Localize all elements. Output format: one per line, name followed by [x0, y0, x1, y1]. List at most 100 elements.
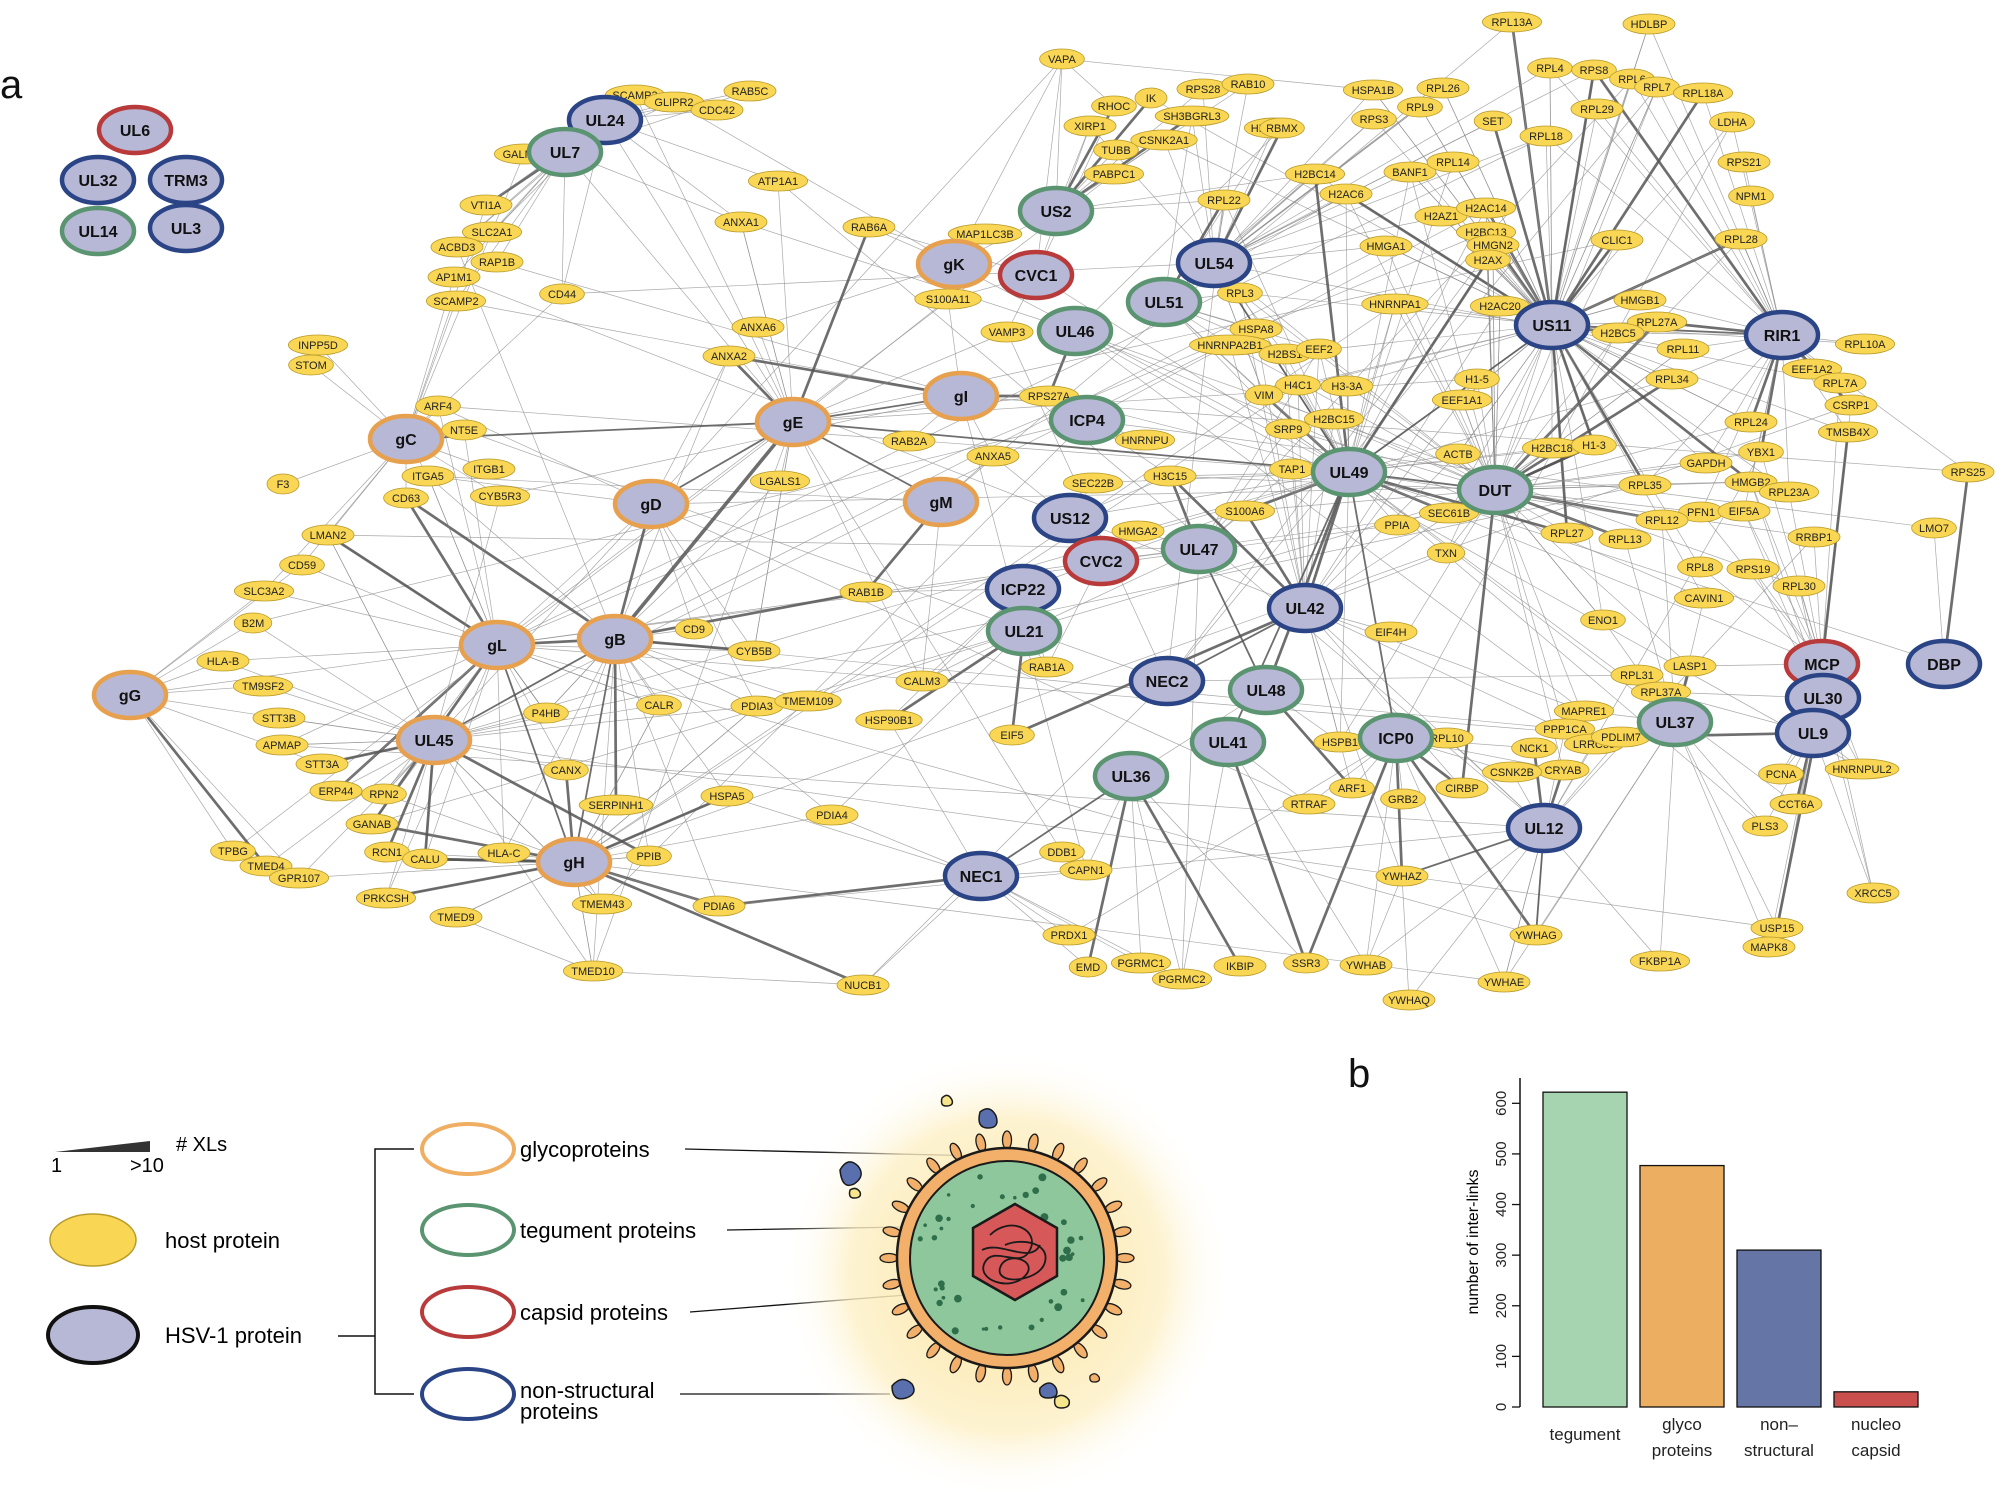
host-node-shape: [1824, 394, 1878, 416]
viral-node: gL: [458, 619, 536, 671]
host-node-shape: [1769, 793, 1823, 815]
host-node-label: PFN1: [1687, 507, 1715, 519]
x-tick-label-line2: proteins: [1652, 1441, 1712, 1460]
host-node-label: GANAB: [353, 819, 392, 831]
y-axis-title: number of inter-links: [1465, 1170, 1482, 1315]
host-node-shape: [774, 690, 842, 712]
host-node-label: YWHAQ: [1388, 995, 1430, 1007]
host-node-label: HSPA1B: [1352, 85, 1395, 97]
viral-node-label: UL12: [1524, 821, 1563, 838]
host-node-shape: [1320, 375, 1374, 397]
viral-node-label: UL41: [1208, 735, 1247, 752]
network-edge: [496, 644, 575, 863]
host-node: SLC3A2: [233, 580, 294, 602]
host-node-shape: [1728, 185, 1774, 207]
host-node: CD63: [383, 487, 429, 509]
network-edge: [1339, 471, 1350, 743]
host-node-shape: [1221, 73, 1275, 95]
viral-node-label: NEC1: [960, 869, 1003, 886]
host-node: RPL3: [1217, 282, 1263, 304]
host-node-shape: [1635, 509, 1689, 531]
host-node-shape: [1772, 575, 1826, 597]
network-edge: [496, 524, 1398, 646]
host-node: PLS3: [1742, 815, 1788, 837]
network-edge: [1494, 23, 1650, 491]
host-node-shape: [700, 785, 754, 807]
host-node-label: FKBP1A: [1639, 956, 1682, 968]
host-node-label: RAB6A: [851, 222, 888, 234]
network-edge: [613, 638, 618, 806]
viral-node-label: UL49: [1329, 465, 1368, 482]
host-node: DDB1: [1039, 841, 1085, 863]
host-node-shape: [1519, 125, 1573, 147]
tegument-particle: [1067, 1236, 1075, 1244]
host-node-label: CAPN1: [1068, 865, 1105, 877]
x-tick-label: tegument: [1550, 1425, 1621, 1444]
tegument-particle: [939, 1226, 944, 1231]
host-node: VIM: [1244, 384, 1284, 406]
host-node-shape: [1197, 189, 1251, 211]
host-node-label: RPL35: [1628, 480, 1662, 492]
host-node-shape: [429, 906, 483, 928]
viral-node-shape: [1310, 446, 1388, 498]
network-edge: [1055, 58, 1063, 212]
host-node: YWHAE: [1477, 971, 1531, 993]
host-node-shape: [470, 251, 524, 273]
tegument-particle: [1022, 1191, 1029, 1199]
host-node: RPL14: [1426, 151, 1480, 173]
host-node-label: ACBD3: [439, 242, 476, 254]
host-node: LGALS1: [750, 470, 811, 492]
host-node-label: RRBP1: [1796, 532, 1833, 544]
host-node: H1-5: [1454, 368, 1500, 390]
host-node-shape: [578, 794, 654, 816]
network-edge: [405, 496, 616, 641]
host-node-shape: [1759, 481, 1820, 503]
network-edge: [1348, 470, 1568, 535]
network-edge: [1545, 135, 1783, 336]
host-node: HNRNPU: [1115, 429, 1176, 451]
host-node: RPL8: [1677, 556, 1723, 578]
viral-node: UL36: [1092, 750, 1170, 802]
host-node: RPL7A: [1813, 372, 1867, 394]
host-node: AP1M1: [427, 266, 481, 288]
network-edge: [573, 860, 864, 987]
viral-node: CVC2: [1062, 535, 1140, 587]
viral-node-label: ICP22: [1001, 582, 1046, 599]
panel-a-label: a: [0, 63, 23, 107]
host-node: SERPINH1: [578, 794, 654, 816]
host-node-label: DDB1: [1047, 847, 1076, 859]
host-node: STOM: [288, 354, 334, 376]
network-edge: [1551, 324, 1604, 621]
host-node-label: HNRNPA1: [1369, 299, 1421, 311]
host-node-shape: [1416, 77, 1470, 99]
network-edge: [573, 704, 660, 863]
host-node-label: YWHAG: [1515, 930, 1557, 942]
host-node-shape: [1571, 434, 1617, 456]
host-node-label: ACTB: [1443, 449, 1472, 461]
network-edge: [128, 694, 268, 867]
host-node-shape: [1813, 372, 1867, 394]
viral-node-shape: [1160, 523, 1238, 575]
host-node: CD59: [279, 554, 325, 576]
host-node-label: RPL9: [1406, 102, 1434, 114]
viral-genome: [981, 1224, 1047, 1285]
host-node: VTI1A: [459, 194, 513, 216]
host-node: RTRAF: [1282, 793, 1336, 815]
host-node-label: TM9SF2: [242, 681, 284, 693]
host-node-shape: [1189, 334, 1271, 356]
host-node-shape: [361, 783, 407, 805]
host-node-label: ITGA5: [412, 471, 444, 483]
host-node-label: ATP1A1: [758, 176, 798, 188]
host-node-label: HDLBP: [1631, 19, 1668, 31]
host-node-label: YBX1: [1747, 447, 1775, 459]
host-node-label: RPL31: [1620, 670, 1654, 682]
host-node-label: TPBG: [218, 846, 248, 858]
network-edge: [1130, 775, 1307, 964]
network-edge: [573, 638, 616, 863]
host-node-shape: [469, 485, 530, 507]
network-edge: [265, 739, 435, 867]
host-node-shape: [233, 612, 273, 634]
viral-node-label: UL36: [1111, 769, 1150, 786]
network-edge: [1551, 86, 1658, 326]
host-node-label: XIRP1: [1074, 121, 1106, 133]
